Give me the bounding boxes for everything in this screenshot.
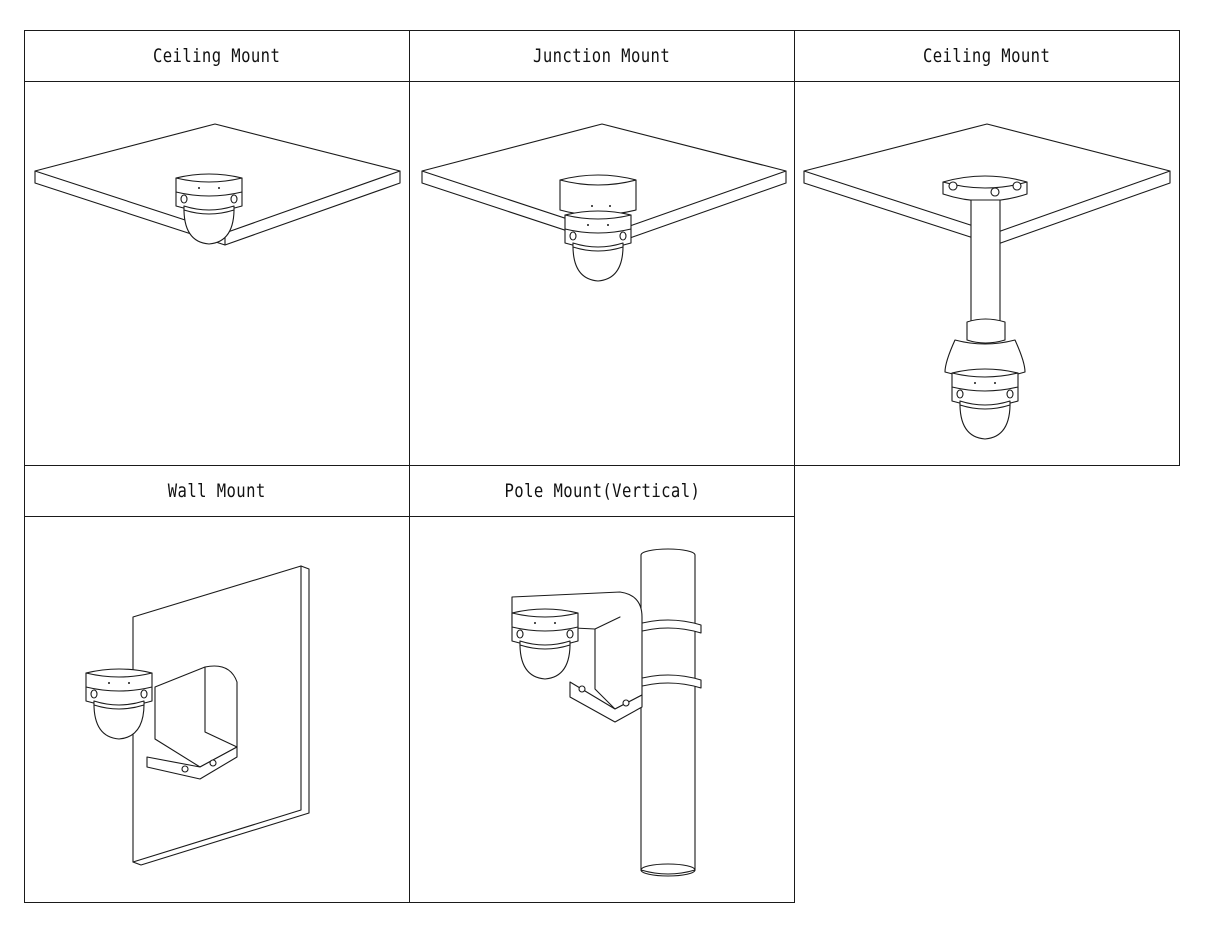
junction-box <box>570 682 642 722</box>
pendant-mount-drawing <box>795 82 1179 465</box>
pendant-pole <box>971 200 1000 327</box>
panel-pole-mount-vertical: Pole Mount(Vertical) <box>409 465 795 903</box>
pendant-adapter <box>967 319 1005 343</box>
pole <box>641 555 695 874</box>
panel-junction-mount: Junction Mount <box>409 30 795 466</box>
panel-title: Ceiling Mount <box>25 31 409 82</box>
panel-title: Ceiling Mount <box>795 31 1179 82</box>
junction-box <box>147 747 237 779</box>
panel-ceiling-mount-2: Ceiling Mount <box>794 30 1180 466</box>
panel-ceiling-mount-1: Ceiling Mount <box>24 30 410 466</box>
panel-title: Pole Mount(Vertical) <box>410 466 794 517</box>
panel-wall-mount: Wall Mount <box>24 465 410 903</box>
pole-clamp-bottom <box>635 675 701 688</box>
wall-mount-drawing <box>25 517 409 902</box>
dome-camera <box>175 173 243 245</box>
ceiling-mount-drawing <box>25 82 409 465</box>
pole-mount-drawing <box>410 517 794 902</box>
panel-title: Wall Mount <box>25 466 409 517</box>
pole-clamp-top <box>635 620 701 633</box>
dome-camera <box>511 608 579 680</box>
junction-mount-drawing <box>410 82 794 465</box>
junction-box <box>560 175 636 215</box>
dome-camera <box>951 368 1019 440</box>
panel-title: Junction Mount <box>410 31 794 82</box>
dome-camera <box>564 210 632 282</box>
